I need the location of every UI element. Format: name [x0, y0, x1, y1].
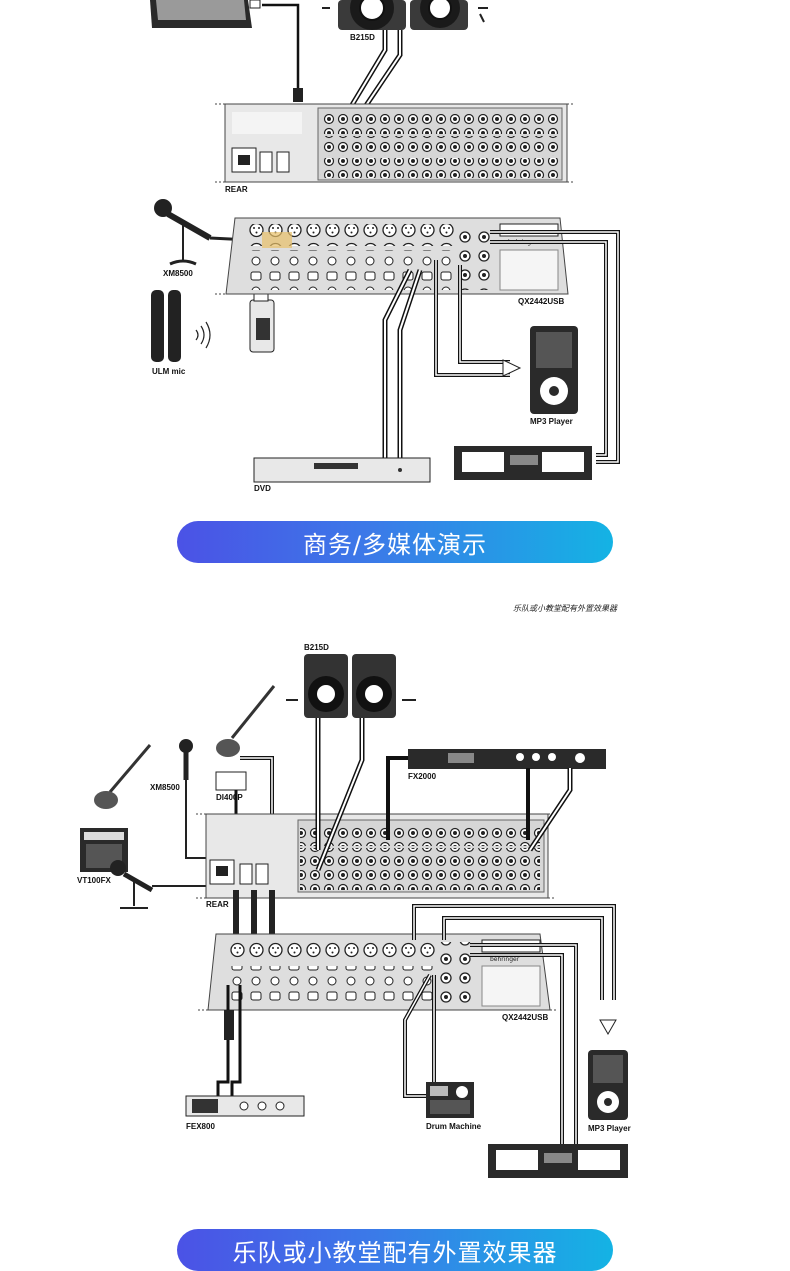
- brand-label: behringer: [490, 956, 520, 963]
- diagram-business-presentation: B215D REAR XM8500: [150, 0, 620, 493]
- mixer-front: [225, 217, 569, 295]
- usb-receiver-icon: [249, 286, 275, 353]
- mp3-player-icon: [502, 326, 578, 414]
- speaker-icon: [410, 0, 488, 30]
- amp-label: VT100FX: [77, 876, 111, 885]
- dvd-player-icon: [253, 457, 431, 483]
- microphone-icon: [110, 860, 210, 909]
- fex-label: FEX800: [186, 1122, 215, 1131]
- dvd-label: DVD: [254, 484, 271, 493]
- equalizer-icon: [185, 1095, 305, 1117]
- mixer-front: [198, 933, 558, 1011]
- di-label: DI400P: [216, 793, 243, 802]
- fx-label: FX2000: [408, 772, 437, 781]
- speaker-icon: [322, 0, 406, 30]
- wireless-mic-icon: [151, 290, 211, 362]
- section-note: 乐队或小教堂配有外置效果器: [513, 604, 617, 613]
- section-banner-business: 商务/多媒体演示: [177, 521, 613, 563]
- mixer-rear-panel: [196, 813, 556, 899]
- ethernet-plug-icon: [293, 88, 303, 102]
- tape-deck-icon: [488, 1144, 628, 1178]
- diagram-band-chapel: B215D FX2000: [77, 643, 631, 1178]
- wireless-label: ULM mic: [152, 367, 186, 376]
- guitar-icon: [216, 685, 276, 757]
- mixer-rear-panel: [215, 103, 575, 183]
- rear-label: REAR: [225, 185, 248, 194]
- speaker-label: B215D: [350, 33, 375, 42]
- speaker-label: B215D: [304, 643, 329, 652]
- drum-machine-icon: [426, 1082, 474, 1118]
- mp3-label: MP3 Player: [530, 417, 573, 426]
- mic-label: XM8500: [163, 269, 193, 278]
- guitar-icon: [94, 744, 152, 809]
- microphone-icon: [179, 739, 210, 859]
- speaker-icon: [286, 654, 348, 718]
- mp3-player-icon: [588, 1050, 628, 1120]
- drum-label: Drum Machine: [426, 1122, 482, 1131]
- section-banner-band: 乐队或小教堂配有外置效果器: [177, 1229, 613, 1271]
- speaker-icon: [352, 654, 416, 718]
- rear-label: REAR: [206, 900, 229, 909]
- tape-deck-icon: [454, 446, 592, 480]
- laptop-icon: [150, 0, 261, 28]
- microphone-icon: [154, 199, 212, 266]
- effects-unit-icon: [408, 749, 606, 769]
- mixer-label: QX2442USB: [502, 1013, 548, 1022]
- mp3-label: MP3 Player: [588, 1124, 631, 1133]
- mixer-label: QX2442USB: [518, 297, 564, 306]
- mic-label: XM8500: [150, 783, 180, 792]
- di-box-icon: [215, 771, 247, 791]
